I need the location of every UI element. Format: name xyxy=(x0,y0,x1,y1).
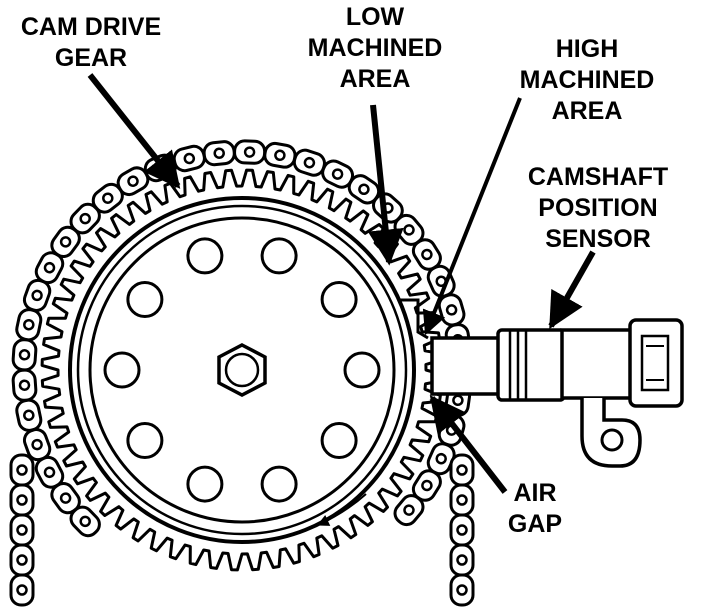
chain-link xyxy=(11,338,38,372)
chain-link xyxy=(263,141,297,169)
bolt-hole xyxy=(260,465,298,503)
chain-link xyxy=(15,308,43,342)
chain-link xyxy=(449,543,475,577)
label-low-machined-area: LOW MACHINED AREA xyxy=(307,3,443,93)
chain-link xyxy=(69,505,101,538)
chain-link xyxy=(172,144,206,173)
air-gap-pointer xyxy=(429,395,508,494)
bolt-hole xyxy=(320,422,358,459)
label-air-gap: AIR GAP xyxy=(507,479,563,538)
chain-link xyxy=(9,513,35,547)
bolt-hole xyxy=(186,237,224,275)
chain-link xyxy=(202,140,236,167)
chain-link xyxy=(34,455,65,489)
chain-link xyxy=(393,494,425,527)
chain-link xyxy=(449,483,475,517)
chain-link xyxy=(50,481,81,515)
camshaft-position-sensor xyxy=(430,318,684,468)
camshaft-sensor-pointer xyxy=(548,250,596,330)
cam-drive-gear-pointer xyxy=(87,73,181,189)
bolt-hole xyxy=(126,281,164,318)
chain-link xyxy=(449,513,475,547)
chain-link xyxy=(9,453,35,487)
gear-hub-ring xyxy=(88,216,396,524)
label-cam-drive-gear: CAM DRIVE GEAR xyxy=(20,13,162,72)
chain-link xyxy=(15,398,43,432)
gear-bolt-holes xyxy=(103,237,381,503)
chain-link xyxy=(11,368,38,402)
chain-link xyxy=(9,543,35,577)
label-high-machined-area: HIGH MACHINED AREA xyxy=(519,35,655,125)
hex-bolt-icon xyxy=(217,343,267,397)
bolt-hole xyxy=(126,422,164,459)
chain-link xyxy=(22,278,52,312)
chain-link xyxy=(449,573,475,607)
high-machined-area-pointer xyxy=(422,97,522,336)
bolt-hole xyxy=(343,351,381,389)
chain-link xyxy=(292,148,326,177)
rotation-arrow-icon xyxy=(316,493,367,526)
chain-link xyxy=(449,453,475,487)
chain-link xyxy=(9,483,35,517)
chain-link xyxy=(9,573,35,607)
chain-link xyxy=(233,139,267,165)
label-camshaft-position-sensor: CAMSHAFT POSITION SENSOR xyxy=(527,163,669,253)
low-machined-area-pointer xyxy=(367,104,404,266)
chain-link xyxy=(91,182,124,214)
gear-face xyxy=(76,204,408,536)
bolt-hole xyxy=(320,281,358,318)
chain-link xyxy=(347,174,381,205)
bolt-hole xyxy=(186,465,224,503)
bolt-hole xyxy=(103,351,141,389)
bolt-hole xyxy=(260,237,298,275)
